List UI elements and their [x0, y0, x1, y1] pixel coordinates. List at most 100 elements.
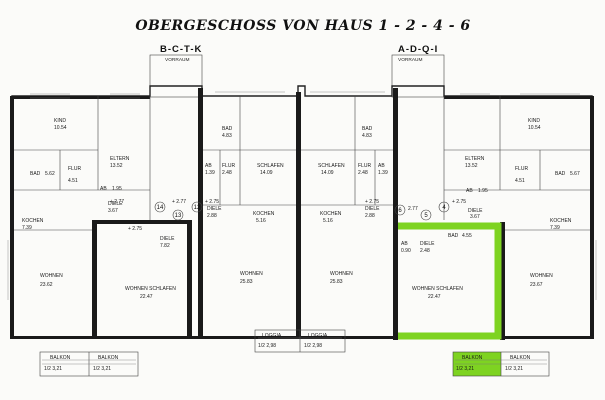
room-ab-right-2-area: 0.90 — [401, 248, 411, 254]
balkon-left-1-area: 1/2 3,21 — [44, 366, 62, 372]
wall-east — [590, 96, 594, 338]
window-marks — [7, 91, 597, 300]
room-bad-c2: BAD — [362, 126, 373, 132]
room-flur-left: FLUR — [68, 166, 81, 172]
level-6: 2.77 — [408, 206, 418, 212]
room-bad-c1-area: 4.83 — [222, 133, 232, 139]
unit-number-4: 4 — [442, 205, 446, 211]
wall-north-left — [10, 96, 150, 99]
room-ab-c2: AB — [378, 163, 385, 169]
wall-unit-left-top — [92, 220, 192, 224]
room-kochen-c2-area: 5.16 — [323, 218, 333, 224]
level-4: + 2.75 — [365, 199, 379, 205]
wall-party-center — [296, 92, 301, 338]
room-wohnen-c1: WOHNEN — [240, 271, 263, 277]
wall-north-right — [444, 96, 594, 99]
room-wohnschlaf-right: WOHNEN SCHLAFEN — [412, 286, 463, 292]
room-kochen-left: KOCHEN — [22, 218, 44, 224]
loggia-c2-area: 1/2 2,98 — [304, 343, 322, 349]
room-ab-right-area: 1.95 — [478, 188, 488, 194]
room-bad-right-area: 5.67 — [570, 171, 580, 177]
balkon-right-2: BALKON — [510, 355, 531, 361]
room-kochen-right-area: 7.39 — [550, 225, 560, 231]
room-labels-right: KIND 10.54 ELTERN 13.52 BAD 5.67 FLUR 4.… — [401, 118, 580, 372]
room-kind-left-area: 10.54 — [54, 125, 67, 131]
room-ab-right-2: AB — [401, 241, 408, 247]
room-bad-right-2-area: 4.55 — [462, 233, 472, 239]
level-3: + 2.75 — [205, 199, 219, 205]
room-diele-right: DIELE — [468, 208, 483, 214]
room-wohnschlaf-left: WOHNEN SCHLAFEN — [125, 286, 176, 292]
wall-unit-left — [92, 220, 97, 338]
level-marks: + 2.77 + 2.77 + 2.75 + 2.75 + 2.75 2.77 … — [110, 199, 466, 232]
room-kind-right-area: 10.54 — [528, 125, 541, 131]
room-diele-left-2-area: 7.82 — [160, 243, 170, 249]
interior-partitions — [14, 96, 590, 231]
room-wohnschlaf-left-area: 22.47 — [140, 294, 153, 300]
room-ab-right: AB — [466, 188, 473, 194]
balkon-left-2-area: 1/2 3,21 — [93, 366, 111, 372]
room-kind-left: KIND — [54, 118, 66, 124]
room-schlafen-c2: SCHLAFEN — [318, 163, 345, 169]
room-bad-left: BAD — [30, 171, 41, 177]
room-schlafen-c2-area: 14.09 — [321, 170, 334, 176]
room-diele-right-area: 3.67 — [470, 214, 480, 220]
stair-box-left — [149, 54, 203, 98]
room-flur-c2: FLUR — [358, 163, 371, 169]
wall-west — [10, 96, 14, 338]
room-diele-left-2: DIELE — [160, 236, 175, 242]
room-ab-left: AB — [100, 186, 107, 192]
stair-box-right — [391, 54, 445, 98]
room-diele-right-2: DIELE — [420, 241, 435, 247]
vorraum-label-right: VORRAUM — [398, 57, 423, 63]
room-kochen-right: KOCHEN — [550, 218, 572, 224]
room-wohnen-right: WOHNEN — [530, 273, 553, 279]
balkon-right-2-area: 1/2 3,21 — [505, 366, 523, 372]
room-diele-c2-area: 2.88 — [365, 213, 375, 219]
wall-unit-right — [500, 222, 505, 340]
room-kochen-left-area: 7.39 — [22, 225, 32, 231]
room-bad-right: BAD — [555, 171, 566, 177]
loggia-c2: LOGGIA — [308, 333, 328, 339]
unit-number-13: 13 — [175, 213, 182, 219]
level-1: + 2.77 — [110, 199, 124, 205]
room-eltern-left-area: 13.52 — [110, 163, 123, 169]
room-eltern-left: ELTERN — [110, 156, 130, 162]
level-5: + 2.75 — [128, 226, 142, 232]
room-bad-left-area: 5.62 — [45, 171, 55, 177]
room-wohnen-left: WOHNEN — [40, 273, 63, 279]
room-flur-c2-area: 2.48 — [358, 170, 368, 176]
room-wohnen-c1-area: 25.83 — [240, 279, 253, 285]
room-labels-left: KIND 10.54 ELTERN 13.52 BAD 5.62 FLUR 4.… — [22, 118, 176, 372]
room-wohnen-c2: WOHNEN — [330, 271, 353, 277]
balcony-hatch — [42, 337, 547, 365]
balkon-left-1: BALKON — [50, 355, 71, 361]
vorraum-label-left: VORRAUM — [165, 57, 190, 63]
room-wohnschlaf-right-area: 22.47 — [428, 294, 441, 300]
room-ab-c2-area: 1.39 — [378, 170, 388, 176]
balkon-right-1: BALKON — [462, 355, 483, 361]
unit-number-5: 5 — [424, 213, 428, 219]
room-wohnen-left-area: 23.62 — [40, 282, 53, 288]
unit-number-markers: 14 13 12 6 5 4 — [154, 201, 450, 221]
room-kochen-c2: KOCHEN — [320, 211, 342, 217]
room-eltern-right-area: 13.52 — [465, 163, 478, 169]
level-7: + 2.75 — [452, 199, 466, 205]
house-group-label-right: A-D-Q-I — [398, 44, 438, 55]
unit-number-12: 12 — [194, 205, 201, 211]
room-diele-c2: DIELE — [365, 206, 380, 212]
wall-south — [10, 336, 594, 339]
balkon-right-1-area: 1/2 3,21 — [456, 366, 474, 372]
room-flur-c1-area: 2.48 — [222, 170, 232, 176]
loggia-c1-area: 1/2 2,98 — [258, 343, 276, 349]
wall-unit-left-right — [187, 220, 192, 338]
house-group-label-left: B-C-T-K — [160, 44, 202, 55]
room-flur-right: FLUR — [515, 166, 528, 172]
room-labels-center: BAD 4.83 AB 1.39 FLUR 2.48 SCHLAFEN 14.0… — [205, 126, 388, 349]
loggia-c1: LOGGIA — [262, 333, 282, 339]
room-ab-c1: AB — [205, 163, 212, 169]
room-eltern-right: ELTERN — [465, 156, 485, 162]
room-schlafen-c1-area: 14.09 — [260, 170, 273, 176]
